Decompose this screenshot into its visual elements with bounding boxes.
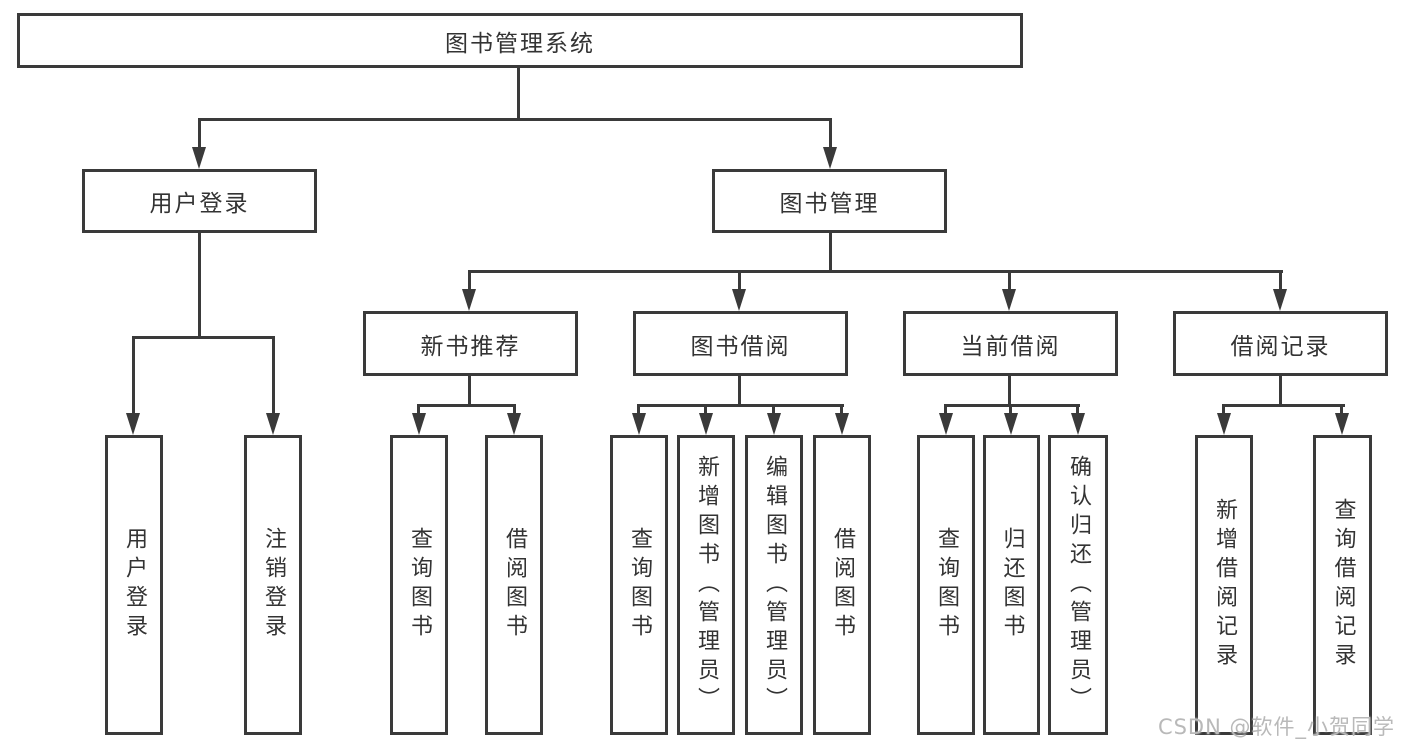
leaf-bb-edit-books-admin: 编辑图书（管理员）: [745, 435, 803, 735]
arrowhead-current-borrow: [1002, 289, 1016, 311]
connector-l3-stem-1: [468, 270, 471, 292]
arrowhead-book-borrow: [732, 289, 746, 311]
leaf-bb-add-books-admin-label: 新增图书（管理员）: [694, 454, 719, 716]
arrowhead-cb-return: [1004, 413, 1018, 435]
node-book-mgmt-label: 图书管理: [779, 191, 880, 217]
connector-cb-stem-2: [1009, 404, 1012, 416]
connector-l2-rail: [198, 118, 832, 121]
connector-nbr-stem-1: [417, 404, 420, 416]
arrowhead-leaf-user-login: [126, 413, 140, 435]
leaf-cb-query-books: 查询图书: [917, 435, 975, 735]
connector-l2-right-stem: [829, 118, 832, 149]
leaf-logout-label: 注销登录: [261, 527, 286, 643]
connector-nbr-rail: [417, 404, 516, 407]
connector-l3-stem-4: [1279, 270, 1282, 292]
connector-leaf-logout-stem: [272, 336, 275, 415]
arrowhead-br-query: [1335, 413, 1349, 435]
node-book-borrow-label: 图书借阅: [690, 333, 791, 360]
node-current-borrow: 当前借阅: [903, 311, 1118, 376]
leaf-user-login: 用户登录: [105, 435, 163, 735]
connector-nbr-stem-2: [513, 404, 516, 416]
connector-user-login-drop: [198, 233, 201, 339]
node-new-book-rec: 新书推荐: [363, 311, 578, 376]
leaf-nbr-borrow-books-label: 借阅图书: [502, 527, 527, 643]
connector-br-rail: [1222, 404, 1345, 407]
arrowhead-borrow-record: [1273, 289, 1287, 311]
connector-l3-rail: [469, 270, 1283, 273]
leaf-cb-confirm-return-admin: 确认归还（管理员）: [1048, 435, 1108, 735]
node-book-mgmt: 图书管理: [712, 169, 947, 233]
connector-book-mgmt-drop: [829, 233, 832, 273]
node-user-login: 用户登录: [82, 169, 317, 233]
arrowhead-bb-query: [632, 413, 646, 435]
node-root-label: 图书管理系统: [445, 30, 595, 57]
arrowhead-cb-confirm: [1071, 413, 1085, 435]
connector-l3-stem-2: [738, 270, 741, 292]
connector-user-login-rail: [132, 336, 275, 339]
arrowhead-bb-edit: [767, 413, 781, 435]
leaf-cb-confirm-return-admin-label: 确认归还（管理员）: [1066, 454, 1091, 716]
leaf-nbr-borrow-books: 借阅图书: [485, 435, 543, 735]
arrowhead-leaf-logout: [266, 413, 280, 435]
leaf-br-query-record-label: 查询借阅记录: [1330, 498, 1356, 672]
arrowhead-new-book-rec: [462, 289, 476, 311]
connector-bb-stem-3: [772, 404, 775, 416]
connector-cb-stem-3: [1076, 404, 1079, 416]
node-borrow-record-label: 借阅记录: [1230, 333, 1331, 360]
connector-leaf-user-login-stem: [132, 336, 135, 415]
leaf-bb-borrow-books: 借阅图书: [813, 435, 871, 735]
connector-l3-stem-3: [1008, 270, 1011, 292]
leaf-logout: 注销登录: [244, 435, 302, 735]
arrowhead-bb-borrow: [835, 413, 849, 435]
leaf-cb-return-books: 归还图书: [983, 435, 1040, 735]
leaf-br-add-record: 新增借阅记录: [1195, 435, 1253, 735]
node-book-borrow: 图书借阅: [633, 311, 848, 376]
connector-bb-stem-4: [840, 404, 843, 416]
connector-bb-stem-2: [704, 404, 707, 416]
leaf-user-login-label: 用户登录: [122, 527, 147, 643]
node-user-login-label: 用户登录: [149, 191, 250, 217]
leaf-bb-add-books-admin: 新增图书（管理员）: [677, 435, 735, 735]
node-root: 图书管理系统: [17, 13, 1023, 68]
leaf-bb-edit-books-admin-label: 编辑图书（管理员）: [762, 454, 787, 716]
connector-cb-drop: [1008, 376, 1011, 407]
leaf-cb-query-books-label: 查询图书: [934, 527, 959, 643]
arrowhead-book-mgmt: [823, 147, 837, 169]
leaf-cb-return-books-label: 归还图书: [999, 527, 1025, 643]
leaf-br-add-record-label: 新增借阅记录: [1212, 498, 1237, 672]
arrowhead-nbr-borrow: [507, 413, 521, 435]
arrowhead-cb-query: [939, 413, 953, 435]
arrowhead-nbr-query: [412, 413, 426, 435]
connector-nbr-drop: [468, 376, 471, 407]
csdn-watermark: CSDN @软件_小贺同学: [1157, 715, 1395, 739]
leaf-bb-query-books: 查询图书: [610, 435, 668, 735]
connector-bb-rail: [637, 404, 844, 407]
leaf-nbr-query-books-label: 查询图书: [407, 527, 432, 643]
leaf-nbr-query-books: 查询图书: [390, 435, 448, 735]
leaf-br-query-record: 查询借阅记录: [1313, 435, 1372, 735]
node-current-borrow-label: 当前借阅: [960, 333, 1061, 360]
connector-cb-stem-1: [944, 404, 947, 416]
connector-l2-left-stem: [198, 118, 201, 149]
arrowhead-bb-add: [699, 413, 713, 435]
connector-bb-drop: [738, 376, 741, 407]
node-borrow-record: 借阅记录: [1173, 311, 1388, 376]
connector-root-drop: [517, 68, 520, 121]
connector-br-stem-1: [1222, 404, 1225, 416]
connector-br-drop: [1279, 376, 1282, 407]
connector-bb-stem-1: [637, 404, 640, 416]
arrowhead-user-login: [192, 147, 206, 169]
leaf-bb-query-books-label: 查询图书: [627, 527, 652, 643]
leaf-bb-borrow-books-label: 借阅图书: [830, 527, 855, 643]
connector-br-stem-2: [1340, 404, 1343, 416]
connector-cb-rail: [944, 404, 1080, 407]
arrowhead-br-add: [1217, 413, 1231, 435]
node-new-book-rec-label: 新书推荐: [420, 333, 521, 360]
